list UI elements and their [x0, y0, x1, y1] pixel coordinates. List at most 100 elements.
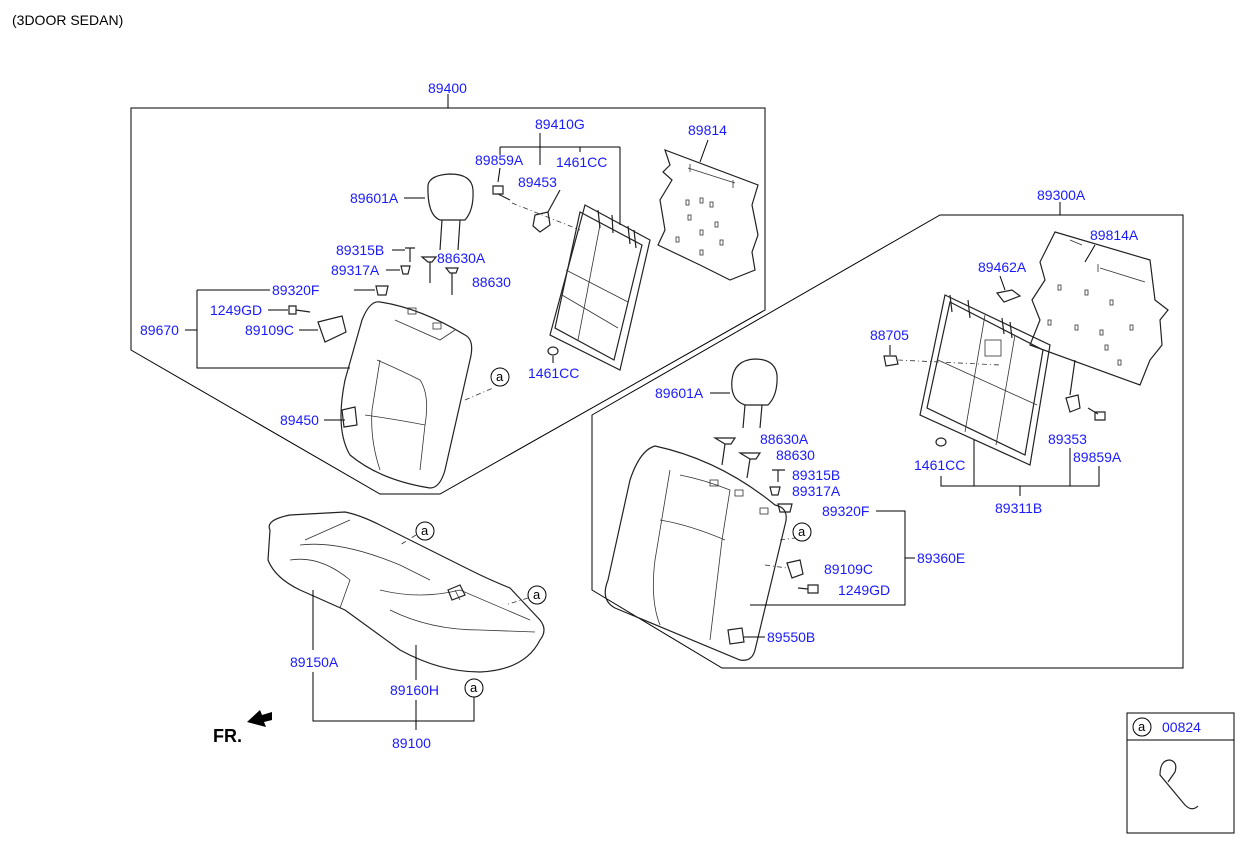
- part-89550B: [727, 627, 745, 645]
- label-89315B-right[interactable]: 89315B: [792, 467, 840, 483]
- callout-a-cushion-side-text: a: [533, 587, 541, 602]
- label-89300A[interactable]: 89300A: [1037, 187, 1086, 203]
- leader-callout-a-right: [779, 537, 796, 541]
- label-89160H[interactable]: 89160H: [390, 682, 439, 698]
- legend-box: a 00824: [1126, 712, 1235, 834]
- diagram-title: (3DOOR SEDAN): [12, 12, 123, 28]
- group-89300A: 89300A 89814A 89462A 88705 89353 89859A: [591, 187, 1184, 669]
- board-89814-detail: [687, 164, 736, 188]
- label-89320F-left[interactable]: 89320F: [272, 282, 319, 298]
- callout-a-cushion-top[interactable]: [415, 521, 435, 541]
- label-89320F-right[interactable]: 89320F: [822, 503, 869, 519]
- seat-cushion-89100: a a 89150A 89160H a 89100: [267, 511, 547, 751]
- leader-89360E: [876, 510, 915, 606]
- front-arrow-icon: [247, 710, 272, 727]
- label-89400[interactable]: 89400: [428, 80, 467, 96]
- leader-callout-a-cushion-side: [504, 597, 529, 606]
- label-89601A-right[interactable]: 89601A: [655, 385, 704, 401]
- nut-88705: [883, 355, 899, 367]
- legend-callout: [1132, 717, 1152, 737]
- label-89670[interactable]: 89670: [140, 322, 179, 338]
- label-1461CC-right[interactable]: 1461CC: [914, 457, 965, 473]
- label-89100[interactable]: 89100: [392, 735, 431, 751]
- latch-89453: [532, 189, 561, 233]
- legend-part-number[interactable]: 00824: [1162, 719, 1201, 735]
- leader-callout-a-cushion-top: [399, 534, 417, 546]
- part-89320F-right: [777, 503, 793, 513]
- latch-89353: [1065, 359, 1081, 413]
- centerline-88705: [897, 359, 1001, 366]
- label-89859A-left[interactable]: 89859A: [475, 152, 524, 168]
- label-89601A-left[interactable]: 89601A: [350, 190, 399, 206]
- seatback-89450-cushion: [340, 301, 473, 489]
- leader-89814: [699, 139, 709, 163]
- leader-89311B: [940, 440, 1100, 496]
- headrest-stays-left: [439, 219, 461, 251]
- leader-89100: [312, 672, 475, 730]
- bracket-89109C-right: [786, 559, 804, 579]
- label-89311B[interactable]: 89311B: [995, 500, 1042, 516]
- label-89317A-left[interactable]: 89317A: [331, 262, 380, 278]
- leader-89150A-89160H: [312, 590, 417, 680]
- guide-88630A-left: [420, 256, 438, 283]
- label-88705[interactable]: 88705: [870, 327, 909, 343]
- callout-a-right[interactable]: [792, 522, 812, 542]
- label-1249GD-right[interactable]: 1249GD: [838, 582, 890, 598]
- callout-a-cushion-bottom-text: a: [470, 680, 478, 695]
- callout-a-left[interactable]: [490, 367, 510, 387]
- part-89462A: [995, 289, 1022, 303]
- label-88630-left[interactable]: 88630: [472, 274, 511, 290]
- board-89814A: [1029, 231, 1169, 386]
- label-88630A-left[interactable]: 88630A: [437, 250, 486, 266]
- label-89453[interactable]: 89453: [518, 174, 557, 190]
- label-89462A[interactable]: 89462A: [978, 259, 1027, 275]
- centerline-89453: [511, 202, 581, 231]
- label-89814A[interactable]: 89814A: [1090, 227, 1139, 243]
- washer-1461CC-right: [935, 437, 947, 447]
- headrest-89601A-left: [427, 173, 474, 221]
- label-1461CC-left-bottom[interactable]: 1461CC: [528, 365, 579, 381]
- label-89814[interactable]: 89814: [688, 122, 727, 138]
- label-1461CC-left-top[interactable]: 1461CC: [556, 154, 607, 170]
- washer-1461CC-left: [547, 346, 559, 356]
- callout-a-cushion-top-text: a: [421, 523, 429, 538]
- label-89109C-left[interactable]: 89109C: [245, 322, 294, 338]
- leader-89859A-left: [497, 167, 501, 183]
- bracket-89109C-left: [317, 315, 347, 343]
- part-89315B-right: [772, 469, 785, 482]
- frame-89311B: [919, 294, 1051, 466]
- frame-89410G: [549, 204, 651, 371]
- leader-89462A: [999, 275, 1006, 291]
- label-89315B-left[interactable]: 89315B: [336, 242, 384, 258]
- label-88630-right[interactable]: 88630: [776, 447, 815, 463]
- bolt-89859A-right: [1087, 407, 1106, 421]
- board-89814: [657, 148, 759, 281]
- leader-89814A: [1084, 244, 1096, 263]
- centerline-89109C-right: [764, 564, 788, 569]
- group-89300A-frame: [591, 214, 1184, 669]
- callout-a-cushion-side[interactable]: [527, 585, 547, 605]
- label-89550B[interactable]: 89550B: [767, 629, 815, 645]
- headrest-89601A-right: [731, 358, 778, 406]
- group-89400-frame: [130, 107, 766, 495]
- label-89410G[interactable]: 89410G: [535, 116, 585, 132]
- part-89320F-left: [375, 285, 389, 296]
- clip-00824-icon: [1159, 759, 1199, 810]
- callout-a-left-text: a: [496, 369, 504, 384]
- label-1249GD-left[interactable]: 1249GD: [210, 302, 262, 318]
- leader-89410G: [499, 133, 621, 225]
- bolt-89859A-left: [492, 185, 511, 201]
- label-89109C-right[interactable]: 89109C: [824, 561, 873, 577]
- label-89317A-right[interactable]: 89317A: [792, 483, 841, 499]
- label-88630A-right[interactable]: 88630A: [760, 431, 809, 447]
- label-89150A[interactable]: 89150A: [290, 654, 339, 670]
- label-89360E[interactable]: 89360E: [917, 550, 965, 566]
- callout-a-right-text: a: [798, 524, 806, 539]
- label-89353[interactable]: 89353: [1048, 431, 1087, 447]
- label-89450[interactable]: 89450: [280, 412, 319, 428]
- label-89859A-right[interactable]: 89859A: [1073, 449, 1122, 465]
- guide-88630-right: [737, 452, 762, 479]
- seat-cushion-buckle: [447, 584, 466, 601]
- board-89814A-detail: [1069, 239, 1146, 283]
